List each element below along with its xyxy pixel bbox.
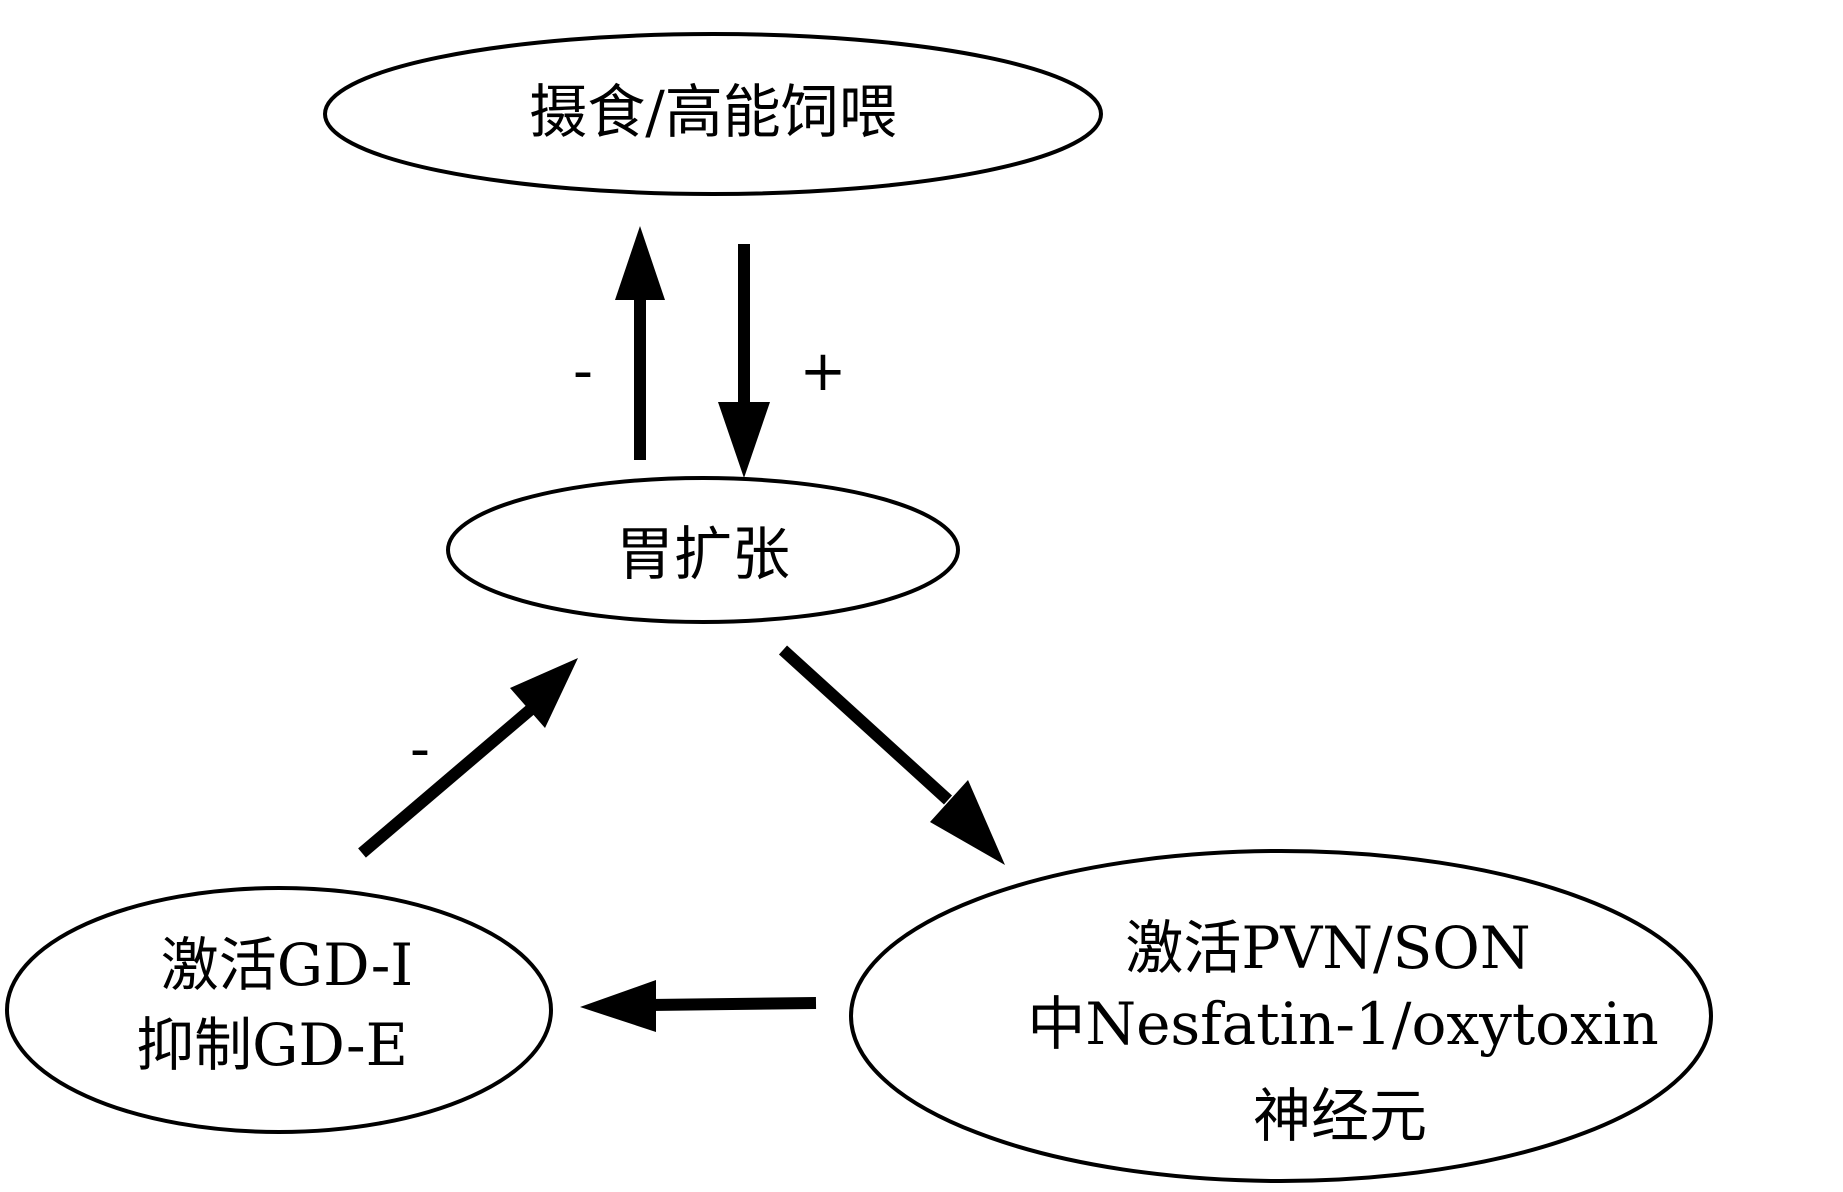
arrow-gd-to-distension (358, 658, 578, 858)
arrow-pvn-to-gd-line (649, 997, 817, 1011)
arrow-distension-to-pvn (778, 645, 1005, 865)
sign-gd-to-distension: - (410, 717, 430, 782)
arrow-distension-to-feeding (615, 226, 665, 460)
node-gastric-distension: 胃扩张 (446, 476, 960, 624)
node-gastric-distension-label: 胃扩张 (616, 520, 790, 588)
arrow-pvn-to-gd-head (580, 980, 656, 1032)
node-pvn-son: 激活PVN/SON 中Nesfatin-1/oxytoxin 神经元 (849, 849, 1713, 1183)
arrow-gd-to-distension-line (358, 705, 534, 858)
arrow-gd-to-distension-head (510, 658, 578, 728)
sign-feeding-down: + (800, 339, 847, 404)
arrow-distension-to-pvn-line (778, 645, 953, 805)
arrow-distension-to-pvn-head (930, 780, 1005, 865)
sign-feeding-up: - (573, 339, 593, 404)
node-pvn-son-shape (849, 849, 1713, 1183)
node-gastric-distension-shape (446, 476, 960, 624)
node-pvn-son-line3: 神经元 (1253, 1082, 1427, 1150)
node-gd-neurons: 激活GD-I 抑制GD-E (5, 886, 553, 1134)
node-feeding: 摄食/高能饲喂 (323, 32, 1103, 196)
node-feeding-shape (323, 32, 1103, 196)
node-gd-neurons-line2: 抑制GD-E (136, 1011, 408, 1079)
arrow-feeding-to-distension-head (718, 402, 770, 478)
arrow-feeding-to-distension (718, 244, 770, 478)
node-gd-neurons-shape (5, 886, 553, 1134)
node-gd-neurons-line1: 激活GD-I (161, 931, 413, 999)
node-pvn-son-line1: 激活PVN/SON (1125, 914, 1530, 982)
node-pvn-son-line2: 中Nesfatin-1/oxytoxin (1027, 990, 1658, 1058)
arrow-pvn-to-gd (580, 980, 817, 1032)
node-feeding-label: 摄食/高能饲喂 (529, 78, 897, 146)
arrow-distension-to-feeding-head (615, 226, 665, 300)
